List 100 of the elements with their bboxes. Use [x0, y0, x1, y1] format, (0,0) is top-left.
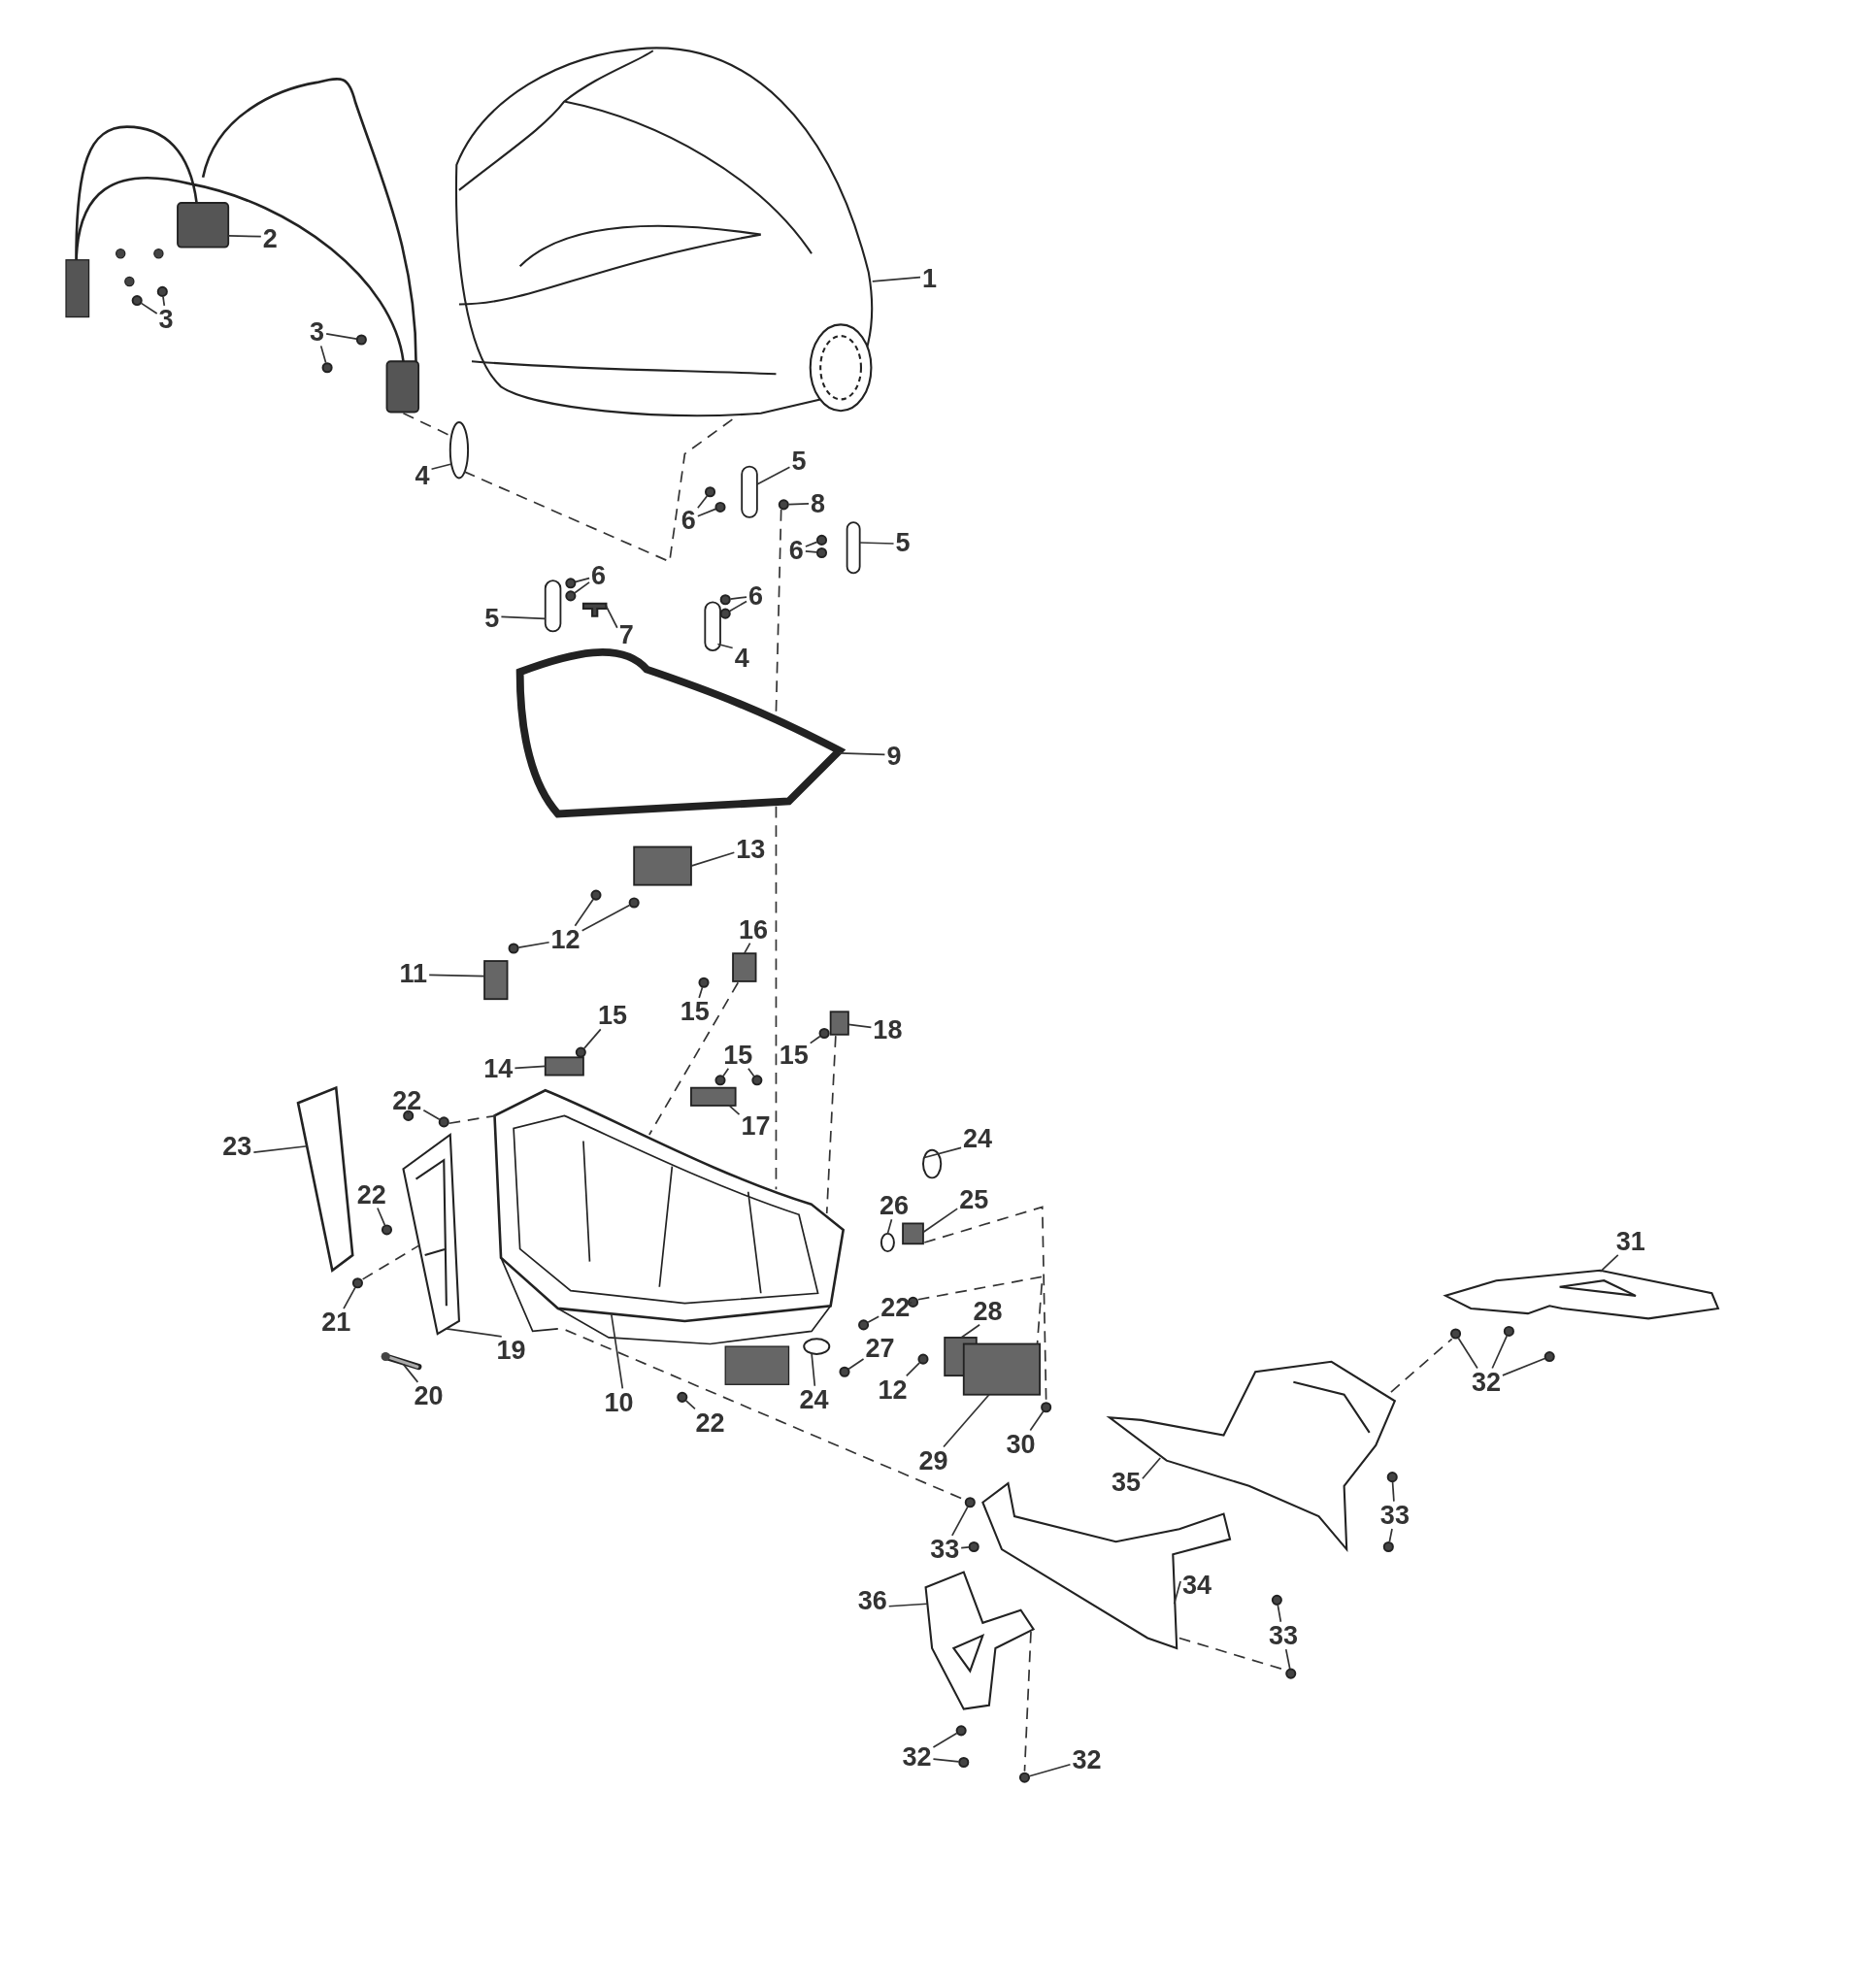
- leader-line: [943, 1393, 990, 1448]
- callout-number: 22: [693, 1408, 727, 1437]
- leader-line: [605, 605, 618, 629]
- hinge-plate-drawing: [846, 521, 861, 575]
- leader-line: [871, 276, 921, 282]
- callout-number: 33: [1266, 1621, 1300, 1650]
- part-drawing: [732, 952, 757, 982]
- leader-line: [907, 1301, 913, 1305]
- callout-number: 15: [721, 1041, 755, 1069]
- leader-line: [697, 508, 716, 517]
- clip-drawing: [581, 602, 608, 617]
- leader-line: [140, 302, 158, 315]
- screw-icon: [1450, 1328, 1462, 1340]
- leader-line: [1388, 1528, 1393, 1543]
- alignment-line: [1390, 1338, 1453, 1393]
- bracket-drawing: [1443, 1269, 1720, 1320]
- o-ring-drawing: [448, 420, 470, 480]
- hinge-plate-drawing: [704, 601, 721, 651]
- leader-line: [722, 1068, 730, 1077]
- leader-line: [805, 549, 818, 553]
- callout-number: 10: [602, 1388, 636, 1416]
- leader-line: [805, 541, 818, 547]
- screw-icon: [565, 578, 577, 589]
- leader-line: [377, 1207, 386, 1226]
- callout-number: 15: [678, 998, 712, 1026]
- callout-number: 4: [413, 461, 432, 489]
- screw-icon: [1503, 1325, 1514, 1337]
- callout-number: 6: [747, 581, 766, 611]
- leader-line: [847, 1023, 873, 1029]
- callout-number: 3: [156, 306, 176, 334]
- screw-icon: [590, 889, 602, 901]
- screw-icon: [1285, 1668, 1297, 1679]
- seal-drawing: [515, 647, 844, 818]
- callout-number: 30: [1004, 1430, 1038, 1458]
- alignment-line: [825, 1035, 837, 1214]
- callout-number: 24: [961, 1124, 995, 1153]
- leader-line: [514, 1065, 547, 1070]
- screw-icon: [403, 1110, 415, 1121]
- callout-number: 23: [220, 1132, 254, 1161]
- leader-line: [428, 974, 485, 977]
- leader-line: [343, 1286, 356, 1309]
- callout-number: 16: [736, 915, 770, 944]
- part-drawing: [633, 845, 692, 886]
- leader-line: [1028, 1763, 1072, 1777]
- leader-line: [1277, 1604, 1282, 1623]
- callout-number: 32: [900, 1743, 934, 1772]
- screw-icon: [575, 1046, 586, 1058]
- screw-icon: [508, 943, 519, 954]
- leader-line: [923, 1146, 962, 1159]
- screw-icon: [131, 295, 143, 307]
- screw-icon: [815, 534, 828, 546]
- callout-number: 6: [679, 506, 698, 534]
- callout-number: 36: [855, 1586, 889, 1614]
- alignment-line: [648, 981, 740, 1136]
- leader-line: [430, 463, 452, 471]
- callout-number: 17: [739, 1111, 773, 1141]
- callout-number: 13: [734, 836, 768, 864]
- callout-number: 7: [616, 621, 636, 649]
- leader-line: [747, 1068, 755, 1077]
- latch-drawing: [385, 360, 420, 414]
- callout-number: 35: [1109, 1468, 1143, 1497]
- callout-number: 32: [1469, 1368, 1503, 1396]
- leader-line: [252, 1144, 309, 1153]
- leader-line: [867, 1315, 880, 1324]
- callout-number: 14: [481, 1055, 515, 1083]
- leader-line: [402, 1363, 419, 1383]
- leader-line: [847, 1358, 865, 1371]
- leader-line: [1457, 1337, 1478, 1370]
- screw-icon: [958, 1756, 970, 1769]
- callout-number: 5: [789, 447, 809, 476]
- trim-plate-drawing: [296, 1085, 354, 1273]
- screw-icon: [719, 608, 731, 619]
- leader-line: [743, 942, 751, 955]
- leader-line: [1029, 1410, 1045, 1432]
- leader-line: [922, 1208, 959, 1234]
- callout-number: 15: [777, 1041, 811, 1069]
- leader-line: [684, 1400, 696, 1410]
- leader-line: [858, 542, 895, 545]
- callout-number: 6: [786, 536, 806, 565]
- hinge-plate-drawing: [741, 465, 758, 518]
- pin-drawing: [381, 1352, 422, 1371]
- screw-icon: [1382, 1541, 1394, 1552]
- part-drawing: [902, 1222, 924, 1245]
- bracket-drawing: [924, 1571, 1036, 1710]
- callout-number: 22: [390, 1086, 424, 1114]
- screw-icon: [955, 1725, 967, 1737]
- callout-number: 4: [732, 644, 751, 673]
- leader-line: [809, 1035, 821, 1044]
- screw-icon: [1018, 1772, 1030, 1783]
- screw-icon: [1544, 1351, 1555, 1363]
- leader-line: [574, 898, 594, 927]
- callout-number: 32: [1070, 1745, 1104, 1774]
- callout-number: 24: [797, 1385, 831, 1414]
- callout-number: 29: [916, 1446, 950, 1474]
- callout-number: 22: [354, 1180, 388, 1209]
- callout-number: 33: [1378, 1501, 1411, 1530]
- alignment-line: [916, 1276, 1044, 1345]
- leader-line: [787, 503, 810, 506]
- part-drawing: [829, 1011, 849, 1036]
- screw-icon: [628, 897, 640, 909]
